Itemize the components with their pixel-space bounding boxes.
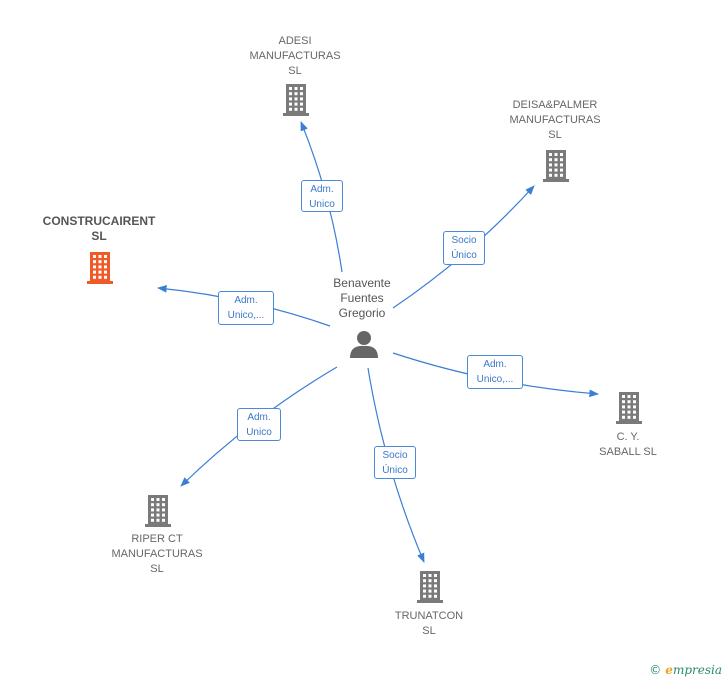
node-label-cysaball[interactable]: C. Y. SABALL SL — [599, 431, 657, 458]
empresia-logo-text: mpresia — [672, 663, 722, 677]
edges-layer — [157, 121, 599, 563]
building-icon-trunatcon[interactable] — [417, 571, 443, 603]
building-icon-riper[interactable] — [145, 495, 171, 527]
empresia-logo-initial: e — [665, 663, 673, 677]
edge-label-cysaball[interactable]: Adm. Unico,... — [467, 355, 523, 389]
edge-label-trunatcon[interactable]: Socio Único — [374, 446, 416, 479]
node-label-trunatcon[interactable]: TRUNATCON SL — [394, 610, 464, 637]
node-label-construcairent[interactable]: CONSTRUCAIRENT SL — [42, 214, 156, 243]
copyright-icon: © — [649, 663, 662, 677]
node-label-adesi[interactable]: ADESI MANUFACTURAS SL — [249, 35, 341, 77]
node-label-deisa[interactable]: DEISA&PALMER MANUFACTURAS SL — [509, 99, 601, 141]
icons-layer — [87, 84, 642, 603]
edge-label-construcairent[interactable]: Adm. Unico,... — [218, 291, 274, 325]
edge-label-adesi[interactable]: Adm. Unico — [301, 180, 343, 212]
building-icon-cysaball[interactable] — [616, 392, 642, 424]
empresia-footer[interactable]: ©empresia — [649, 663, 722, 677]
node-label-riper[interactable]: RIPER CT MANUFACTURAS SL — [111, 533, 203, 575]
building-icon-construcairent[interactable] — [87, 252, 113, 284]
edge-label-riper[interactable]: Adm. Unico — [237, 408, 281, 441]
center-person-label[interactable]: Benavente Fuentes Gregorio — [333, 276, 391, 320]
building-icon-adesi[interactable] — [283, 84, 309, 116]
building-icon-deisa[interactable] — [543, 150, 569, 182]
edge-label-deisa[interactable]: Socio Único — [443, 231, 485, 265]
person-icon[interactable] — [350, 331, 378, 358]
